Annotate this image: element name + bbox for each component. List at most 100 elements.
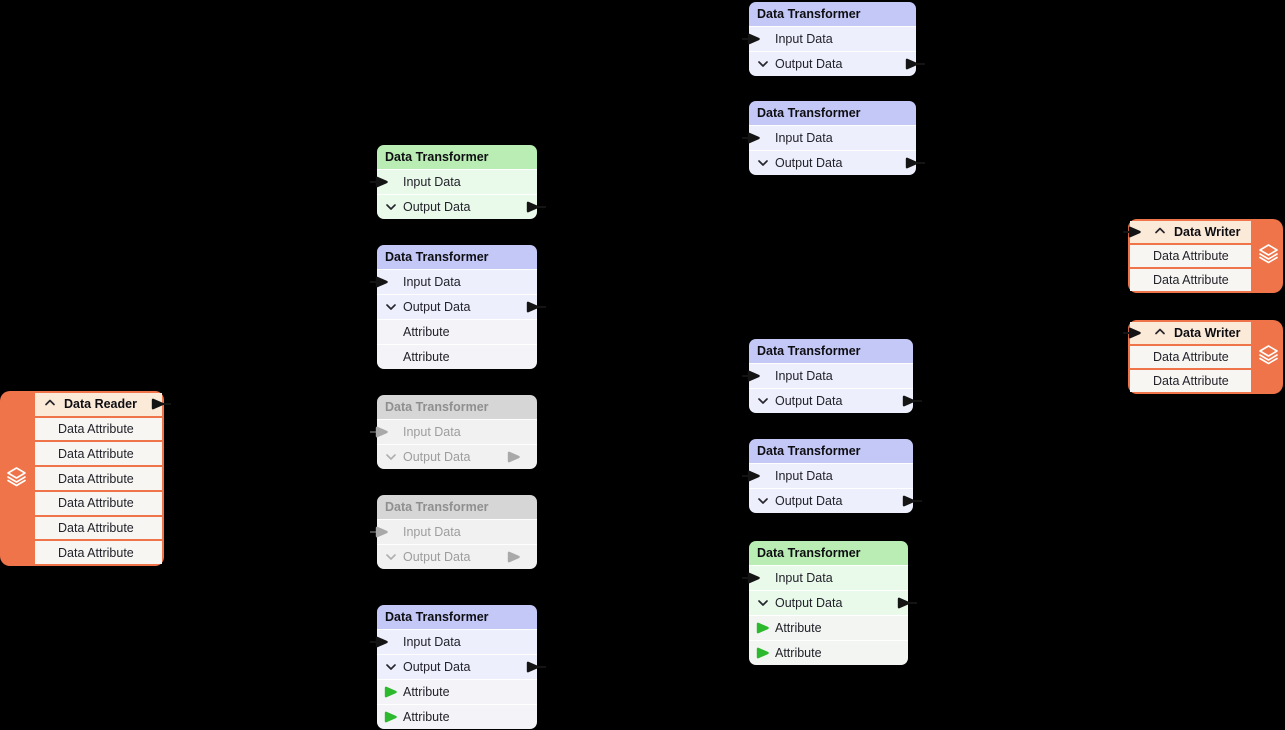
attribute-port-icon[interactable] — [756, 622, 770, 634]
input-port-icon[interactable] — [370, 426, 390, 438]
attribute-row[interactable]: Attribute — [377, 679, 537, 704]
node-header[interactable]: Data Transformer — [377, 145, 537, 169]
attribute-port-icon[interactable] — [384, 686, 398, 698]
output-data-row[interactable]: Output Data — [749, 51, 925, 76]
data-attribute-row[interactable]: Data Attribute — [1130, 346, 1251, 370]
input-port-icon[interactable] — [1123, 327, 1143, 339]
attribute-row[interactable]: Attribute — [377, 344, 537, 369]
data-attribute-row[interactable]: Data Attribute — [1130, 269, 1251, 291]
node-header[interactable]: Data Transformer — [749, 101, 916, 125]
chevron-down-icon[interactable] — [757, 59, 769, 70]
output-port-icon[interactable] — [526, 661, 546, 673]
input-data-row[interactable]: Input Data — [370, 519, 537, 544]
output-port-icon[interactable] — [905, 157, 925, 169]
chevron-down-icon[interactable] — [385, 662, 397, 673]
node-header[interactable]: Data Writer — [1123, 221, 1251, 245]
input-port-icon[interactable] — [370, 276, 390, 288]
data-attribute-row[interactable]: Data Attribute — [1130, 245, 1251, 269]
output-data-row[interactable]: Output Data — [377, 194, 546, 219]
output-port-icon[interactable] — [902, 395, 922, 407]
attribute-row[interactable]: Attribute — [377, 319, 537, 344]
input-data-row[interactable]: Input Data — [370, 169, 537, 194]
input-data-row[interactable]: Input Data — [370, 419, 537, 444]
node-header[interactable]: Data Reader — [35, 393, 171, 418]
output-port-icon[interactable] — [507, 551, 527, 563]
input-port-icon[interactable] — [742, 132, 762, 144]
data-attribute-row[interactable]: Data Attribute — [35, 467, 162, 492]
chevron-down-icon[interactable] — [385, 202, 397, 213]
data-attribute-row[interactable]: Data Attribute — [35, 491, 162, 517]
output-port-icon[interactable] — [507, 451, 527, 463]
chevron-down-icon[interactable] — [385, 452, 397, 463]
output-data-row[interactable]: Output Data — [377, 294, 546, 319]
input-data-row[interactable]: Input Data — [742, 463, 913, 488]
input-port-icon[interactable] — [742, 370, 762, 382]
node-header[interactable]: Data Transformer — [377, 495, 537, 519]
node-header[interactable]: Data Transformer — [377, 245, 537, 269]
chevron-up-icon[interactable] — [1154, 225, 1166, 239]
data-attribute-row[interactable]: Data Attribute — [1130, 370, 1251, 392]
chevron-down-icon[interactable] — [385, 302, 397, 313]
node-header[interactable]: Data Transformer — [377, 605, 537, 629]
attribute-port-icon[interactable] — [756, 647, 770, 659]
node-header[interactable]: Data Transformer — [749, 439, 913, 463]
output-data-row[interactable]: Output Data — [377, 444, 537, 469]
chevron-down-icon[interactable] — [757, 158, 769, 169]
output-port-icon[interactable] — [526, 301, 546, 313]
attribute-row[interactable]: Attribute — [749, 615, 908, 640]
input-port-icon[interactable] — [742, 470, 762, 482]
node-header[interactable]: Data Transformer — [749, 541, 908, 565]
data-attribute-row[interactable]: Data Attribute — [35, 417, 162, 443]
input-data-row[interactable]: Input Data — [370, 269, 537, 294]
chevron-down-icon[interactable] — [757, 396, 769, 407]
output-data-row[interactable]: Output Data — [377, 544, 537, 569]
input-data-row[interactable]: Input Data — [742, 363, 913, 388]
output-port-icon[interactable] — [905, 58, 925, 70]
node-header[interactable]: Data Transformer — [377, 395, 537, 419]
output-data-row[interactable]: Output Data — [749, 590, 917, 615]
attribute-row[interactable]: Attribute — [749, 640, 908, 665]
data-attribute-row[interactable]: Data Attribute — [35, 541, 162, 565]
data-attribute-row[interactable]: Data Attribute — [35, 516, 162, 542]
input-data-row[interactable]: Input Data — [742, 26, 916, 51]
input-port-icon[interactable] — [1123, 226, 1143, 238]
input-data-row[interactable]: Input Data — [742, 125, 916, 150]
input-port-icon[interactable] — [370, 526, 390, 538]
output-data-row[interactable]: Output Data — [749, 488, 922, 513]
output-port-icon[interactable] — [151, 398, 171, 410]
node-header[interactable]: Data Transformer — [749, 2, 916, 26]
input-port-icon[interactable] — [370, 176, 390, 188]
attribute-port-icon[interactable] — [384, 711, 398, 723]
node-header[interactable]: Data Transformer — [749, 339, 913, 363]
chevron-up-icon[interactable] — [1154, 326, 1166, 340]
data-attribute-row[interactable]: Data Attribute — [35, 442, 162, 468]
input-port-icon[interactable] — [742, 572, 762, 584]
chevron-down-icon[interactable] — [757, 496, 769, 507]
node-header[interactable]: Data Writer — [1123, 322, 1251, 346]
output-data-row[interactable]: Output Data — [749, 388, 922, 413]
output-data-row[interactable]: Output Data — [749, 150, 925, 175]
input-port-icon[interactable] — [370, 636, 390, 648]
chevron-down-icon[interactable] — [757, 598, 769, 609]
output-port-icon[interactable] — [526, 201, 546, 213]
output-port-icon[interactable] — [897, 597, 917, 609]
attribute-row[interactable]: Attribute — [377, 704, 537, 729]
input-port-icon[interactable] — [742, 33, 762, 45]
chevron-up-icon[interactable] — [44, 397, 56, 411]
output-port-icon[interactable] — [902, 495, 922, 507]
chevron-down-icon[interactable] — [385, 552, 397, 563]
input-data-row[interactable]: Input Data — [742, 565, 908, 590]
